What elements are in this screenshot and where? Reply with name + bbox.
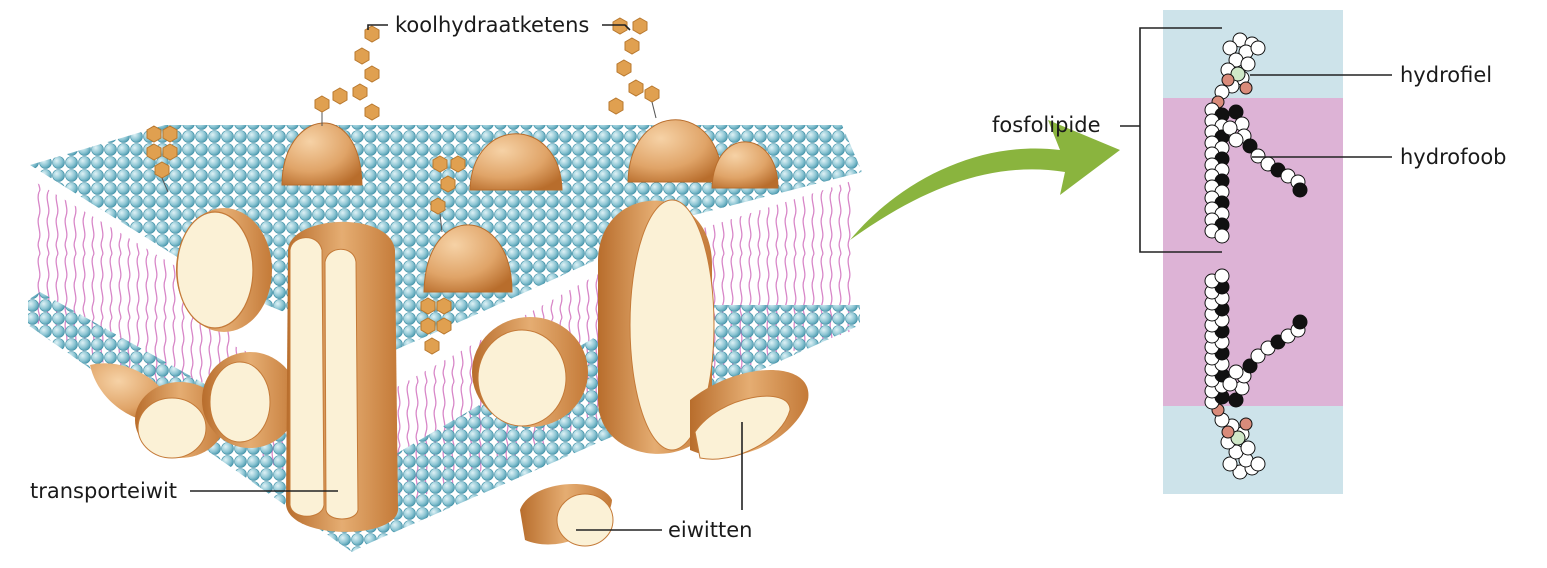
protein-dome-2 [469, 133, 563, 191]
fatty-acid-atom [1250, 348, 1266, 364]
protein-bottom-2 [137, 397, 207, 459]
carbohydrate-chains [146, 17, 660, 355]
sugar-chain-5 [420, 297, 452, 355]
protein-dome-1 [281, 122, 363, 186]
phospholipid-head-atom [1240, 56, 1256, 72]
oxygen-atom [1221, 73, 1235, 87]
protein-cut-right [629, 199, 715, 451]
oxygen-atom [1239, 81, 1253, 95]
fatty-acid-atom [1228, 104, 1244, 120]
proteins [90, 119, 809, 547]
phospholipid-head-atom [1250, 40, 1266, 56]
leader-carbohydrate-right [602, 24, 631, 31]
transport-protein-channel [324, 248, 359, 520]
protein-cut-middle [477, 329, 567, 427]
fatty-acid-atom [1228, 392, 1244, 408]
protein-dome-5 [423, 224, 513, 293]
sugar-chain-3 [608, 17, 660, 119]
label-transport-protein: transporteiwit [30, 479, 178, 503]
oxygen-atom [1239, 417, 1253, 431]
fatty-acid-atom [1242, 138, 1258, 154]
phosphate-atom [1230, 430, 1246, 446]
fatty-acid-atom [1292, 182, 1308, 198]
label-carbohydrate-chains: koolhydraatketens [395, 13, 590, 37]
label-phospholipid: fosfolipide [992, 113, 1101, 137]
fatty-acid-atom [1222, 376, 1238, 392]
fatty-acid-atom [1214, 228, 1230, 244]
fatty-acid-atom [1222, 120, 1238, 136]
phospholipid-model-bottom [1204, 268, 1308, 480]
fatty-acid-atom [1292, 314, 1308, 330]
label-proteins: eiwitten [668, 518, 753, 542]
label-hydrophobic: hydrofoob [1400, 145, 1507, 169]
phospholipid-head-atom [1222, 40, 1238, 56]
protein-bottom-3 [209, 361, 271, 443]
oxygen-atom [1221, 425, 1235, 439]
protein-cut-left [176, 211, 254, 329]
leader-proteins [576, 422, 743, 531]
fatty-acid-atom [1242, 358, 1258, 374]
transport-protein-face [289, 237, 325, 517]
leader-phospholipid-bracket [1120, 27, 1222, 253]
protein-bottom-center [556, 493, 614, 547]
phospholipid-head-atom [1222, 456, 1238, 472]
sugar-chain-1 [146, 125, 178, 193]
phospholipid-model-top [1204, 32, 1308, 244]
fatty-acid-atom [1228, 364, 1244, 380]
fatty-acid-atom [1214, 268, 1230, 284]
phospholipid-head-atom [1250, 456, 1266, 472]
phosphate-atom [1230, 66, 1246, 82]
leader-carbohydrate-left [367, 24, 388, 30]
sugar-chain-2 [314, 25, 380, 126]
sugar-chain-4 [430, 155, 466, 233]
leader-lines [190, 24, 1392, 531]
protein-dome-4 [711, 141, 779, 189]
fatty-acid-atom [1250, 148, 1266, 164]
label-hydrophilic: hydrofiel [1400, 63, 1493, 87]
phospholipid-head-atom [1240, 440, 1256, 456]
fatty-acid-atom [1228, 132, 1244, 148]
zoom-arrow [850, 120, 1120, 240]
